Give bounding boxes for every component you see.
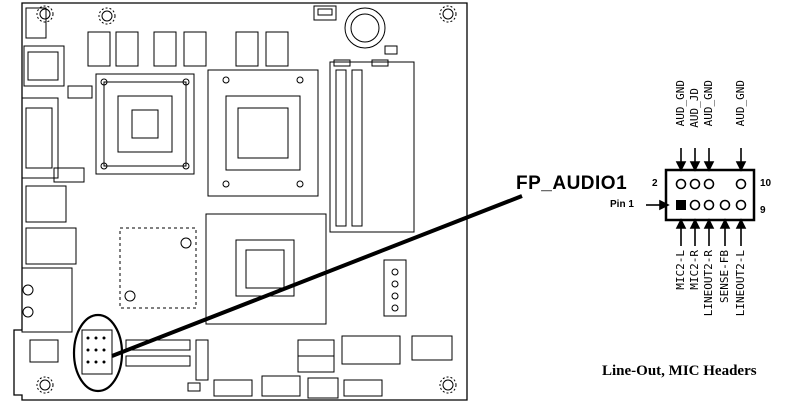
mount-hole (101, 10, 113, 22)
signal-label-bottom: MIC2-L (674, 250, 687, 290)
pin-circle (703, 199, 715, 211)
top-connector (313, 5, 337, 21)
usb-port (25, 227, 77, 265)
signal-label-top: AUD_GND (734, 80, 747, 127)
memory-chip (265, 31, 289, 67)
memory-slot (329, 61, 415, 233)
header-label: FP_AUDIO1 (516, 173, 628, 194)
fp-audio-board-header (81, 329, 113, 375)
signal-label-top: AUD_JD (688, 88, 701, 128)
pin-circle (735, 178, 747, 190)
pin-circle (675, 178, 687, 190)
memory-chip (235, 31, 259, 67)
power-connector (383, 259, 407, 317)
pin-circle (735, 199, 747, 211)
pin1-arrow (646, 199, 670, 211)
cpu-socket (95, 73, 195, 175)
mount-hole (442, 8, 454, 20)
signal-label-top: AUD_GND (702, 80, 715, 127)
fp-audio-pin-header (664, 168, 756, 222)
pin-circle (719, 199, 731, 211)
signal-label-bottom: LINEOUT2-R (702, 250, 715, 317)
memory-chip (183, 31, 207, 67)
pin-circle (689, 178, 701, 190)
pin-circle (689, 199, 701, 211)
vga-port (21, 97, 59, 179)
leader-line (111, 194, 523, 358)
pin-number-2: 2 (652, 178, 658, 189)
south-bridge (205, 213, 327, 325)
signal-label-bottom: SENSE-FB (718, 250, 731, 303)
mini-pcie-slot (119, 227, 197, 309)
signal-label-bottom: MIC2-R (688, 250, 701, 290)
signal-label-top: AUD_GND (674, 80, 687, 127)
memory-chip (87, 31, 111, 67)
mount-hole (39, 379, 51, 391)
audio-jacks (21, 267, 73, 333)
memory-chip (115, 31, 139, 67)
io-port-stack (23, 45, 65, 87)
diagram-caption: Line-Out, MIC Headers (602, 363, 757, 379)
mount-hole (39, 8, 51, 20)
sata-port (341, 335, 401, 365)
pin-number-9: 9 (760, 205, 766, 216)
memory-chip (153, 31, 177, 67)
pin-number-10: 10 (760, 178, 772, 189)
mount-hole (442, 379, 454, 391)
north-bridge (207, 69, 319, 197)
pin1-square (676, 200, 686, 210)
signal-label-bottom: LINEOUT2-L (734, 250, 747, 317)
pin-circle (703, 178, 715, 190)
lan-port (25, 185, 67, 223)
board-outline (13, 2, 468, 401)
pin-1-label: Pin 1 (610, 199, 634, 210)
cmos-battery (344, 7, 386, 49)
